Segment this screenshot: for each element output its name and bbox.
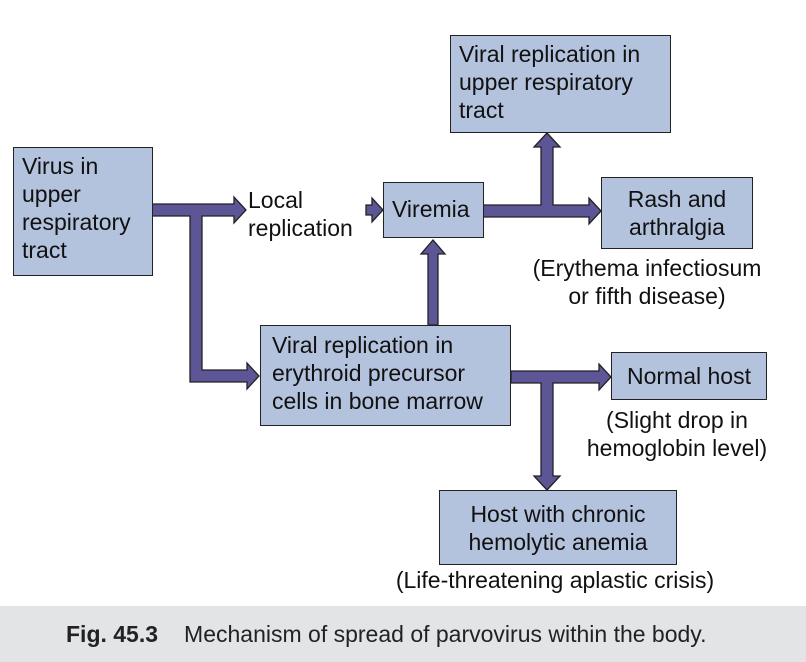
arrow-bone-marrow-to-viremia bbox=[419, 239, 447, 326]
label-life-threatening-aplastic-crisis: (Life-threatening aplastic crisis) bbox=[395, 567, 715, 593]
arrow-viremia-to-rash-and-upper-resp bbox=[482, 132, 602, 226]
figure-caption: Fig. 45.3 Mechanism of spread of parvovi… bbox=[0, 606, 806, 662]
node-viral-replication-erythroid-precursor: Viral replication in erythroid precursor… bbox=[260, 325, 511, 426]
arrow-virus-to-local-and-bone-marrow bbox=[151, 195, 260, 391]
arrow-local-to-viremia bbox=[365, 196, 384, 224]
node-virus-in-upper-respiratory-tract: Virus in upper respiratory tract bbox=[13, 147, 153, 276]
figure-number: Fig. 45.3 bbox=[66, 620, 159, 647]
figure-caption-text: Mechanism of spread of parvovirus within… bbox=[184, 620, 707, 647]
label-local-replication: Local replication bbox=[248, 187, 353, 241]
node-viral-replication-upper-respiratory: Viral replication in upper respiratory t… bbox=[450, 35, 671, 133]
node-normal-host: Normal host bbox=[611, 352, 767, 400]
node-rash-and-arthralgia: Rash and arthralgia bbox=[601, 177, 753, 249]
node-viremia: Viremia bbox=[383, 182, 484, 238]
label-slight-drop-hemoglobin: (Slight drop in hemoglobin level) bbox=[586, 407, 768, 461]
arrows-layer bbox=[151, 132, 612, 491]
node-host-chronic-hemolytic-anemia: Host with chronic hemolytic anemia bbox=[439, 490, 677, 565]
arrow-bone-marrow-to-normal-and-chronic-host bbox=[510, 362, 612, 491]
parvovirus-spread-diagram: Virus in upper respiratory tract Local r… bbox=[13, 35, 768, 593]
label-erythema-infectiosum: (Erythema infectiosum or fifth disease) bbox=[532, 255, 762, 309]
